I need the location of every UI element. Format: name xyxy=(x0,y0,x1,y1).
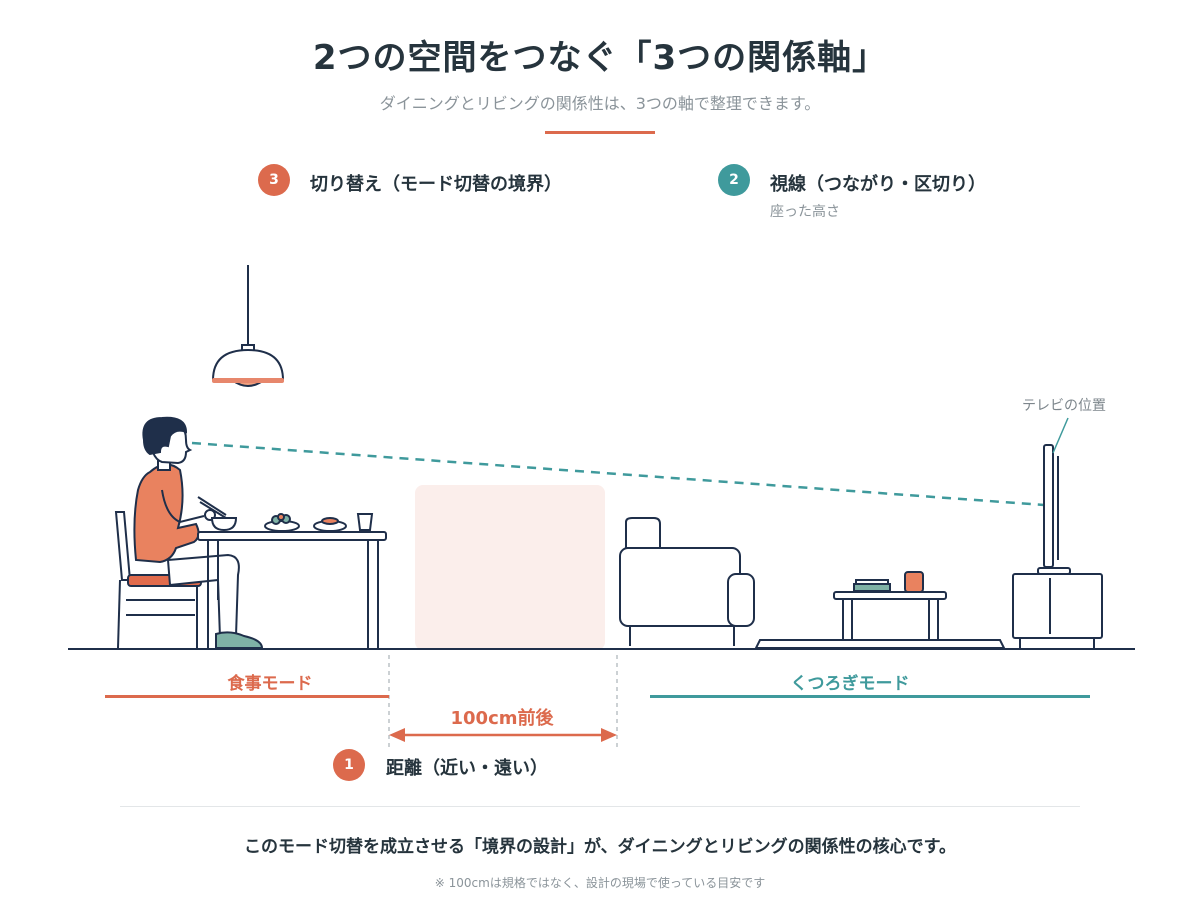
title-underline xyxy=(545,131,655,134)
dining-mode-underline xyxy=(105,695,389,698)
axis-2-badge: 2 xyxy=(718,164,750,196)
pendant-lamp-icon xyxy=(211,265,285,387)
tv-cabinet-icon xyxy=(1012,573,1103,648)
rug-icon xyxy=(754,639,1006,649)
distance-arrow xyxy=(389,728,617,742)
axis-2-label: 視線（つながり・区切り） xyxy=(770,174,986,195)
axis-2-sublabel: 座った高さ xyxy=(770,204,840,220)
tv-icon xyxy=(1037,444,1071,575)
footer-divider xyxy=(120,806,1080,807)
living-mode-underline xyxy=(650,695,1090,698)
axis-3-badge: 3 xyxy=(258,164,290,196)
conclusion-text: このモード切替を成立させる「境界の設計」が、ダイニングとリビングの関係性の核心で… xyxy=(244,837,956,857)
page-title: 2つの空間をつなぐ「3つの関係軸」 xyxy=(312,38,888,78)
sofa-icon xyxy=(619,517,755,646)
footnote: ※ 100cmは規格ではなく、設計の現場で使っている目安です xyxy=(434,876,766,890)
seated-person-icon xyxy=(133,416,264,649)
page-subtitle: ダイニングとリビングの関係性は、3つの軸で整理できます。 xyxy=(379,94,821,113)
sightline xyxy=(191,441,1045,507)
axis-1-badge: 1 xyxy=(333,749,365,781)
dining-table-icon xyxy=(197,513,387,648)
living-mode-label: くつろぎモード xyxy=(790,674,910,694)
tv-position-label: テレビの位置 xyxy=(1022,398,1106,414)
axis-3-label: 切り替え（モード切替の境界） xyxy=(310,174,562,195)
boundary-zone xyxy=(415,485,605,650)
dining-mode-label: 食事モード xyxy=(227,674,313,694)
distance-label: 100cm前後 xyxy=(450,708,554,729)
coffee-table-icon xyxy=(833,571,947,640)
tv-label-leader xyxy=(1052,417,1069,454)
axis-1-label: 距離（近い・遠い） xyxy=(386,758,548,779)
